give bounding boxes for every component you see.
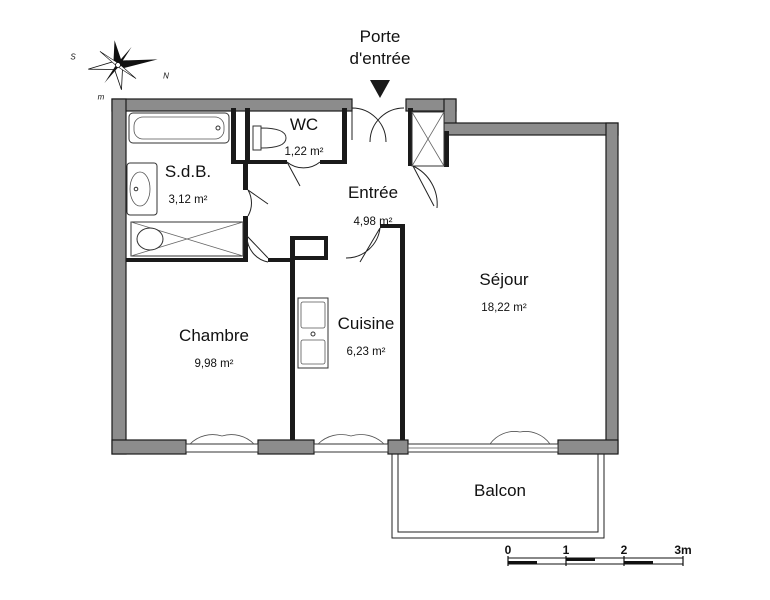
sink xyxy=(126,162,158,216)
scale-label-3m: 3m xyxy=(674,543,692,557)
scale-label-1: 1 xyxy=(562,543,570,557)
room-area-sdb: 3,12 m² xyxy=(168,194,208,206)
room-name-cuisine: Cuisine xyxy=(337,314,395,333)
room-name-sejour: Séjour xyxy=(479,270,529,289)
room-area-cuisine: 6,23 m² xyxy=(346,346,386,358)
compass-rose-icon xyxy=(88,40,158,90)
washer-space xyxy=(130,221,244,257)
doors xyxy=(246,107,438,263)
bathtub xyxy=(128,112,230,144)
room-name-balcon: Balcon xyxy=(474,481,526,500)
compass-north-label: N xyxy=(163,71,169,81)
room-name-wc: WC xyxy=(289,115,319,134)
scale-bar xyxy=(507,556,684,566)
toilet xyxy=(252,125,287,151)
room-name-chambre: Chambre xyxy=(179,326,249,345)
compass-south-label: S xyxy=(70,52,76,62)
entrance-label-line2: d'entrée xyxy=(349,49,411,68)
room-area-entree: 4,98 m² xyxy=(353,216,393,228)
room-area-wc: 1,22 m² xyxy=(284,146,324,158)
room-area-sejour: 18,22 m² xyxy=(481,302,527,314)
scale-label-0: 0 xyxy=(504,543,512,557)
closet xyxy=(411,111,445,167)
windows xyxy=(185,431,559,453)
room-area-chambre: 9,98 m² xyxy=(194,358,234,370)
room-name-entree: Entrée xyxy=(347,183,399,202)
compass-marker-label: m xyxy=(97,92,105,102)
entrance-label: Porte d'entrée xyxy=(350,26,411,70)
entrance-label-line1: Porte xyxy=(359,27,401,46)
room-name-sdb: S.d.B. xyxy=(164,162,212,181)
scale-label-2: 2 xyxy=(620,543,628,557)
entrance-arrow-icon xyxy=(370,80,390,98)
exterior-walls xyxy=(111,98,619,455)
balcony xyxy=(391,454,605,539)
interior-walls xyxy=(126,108,449,440)
kitchen-sink xyxy=(297,297,329,369)
